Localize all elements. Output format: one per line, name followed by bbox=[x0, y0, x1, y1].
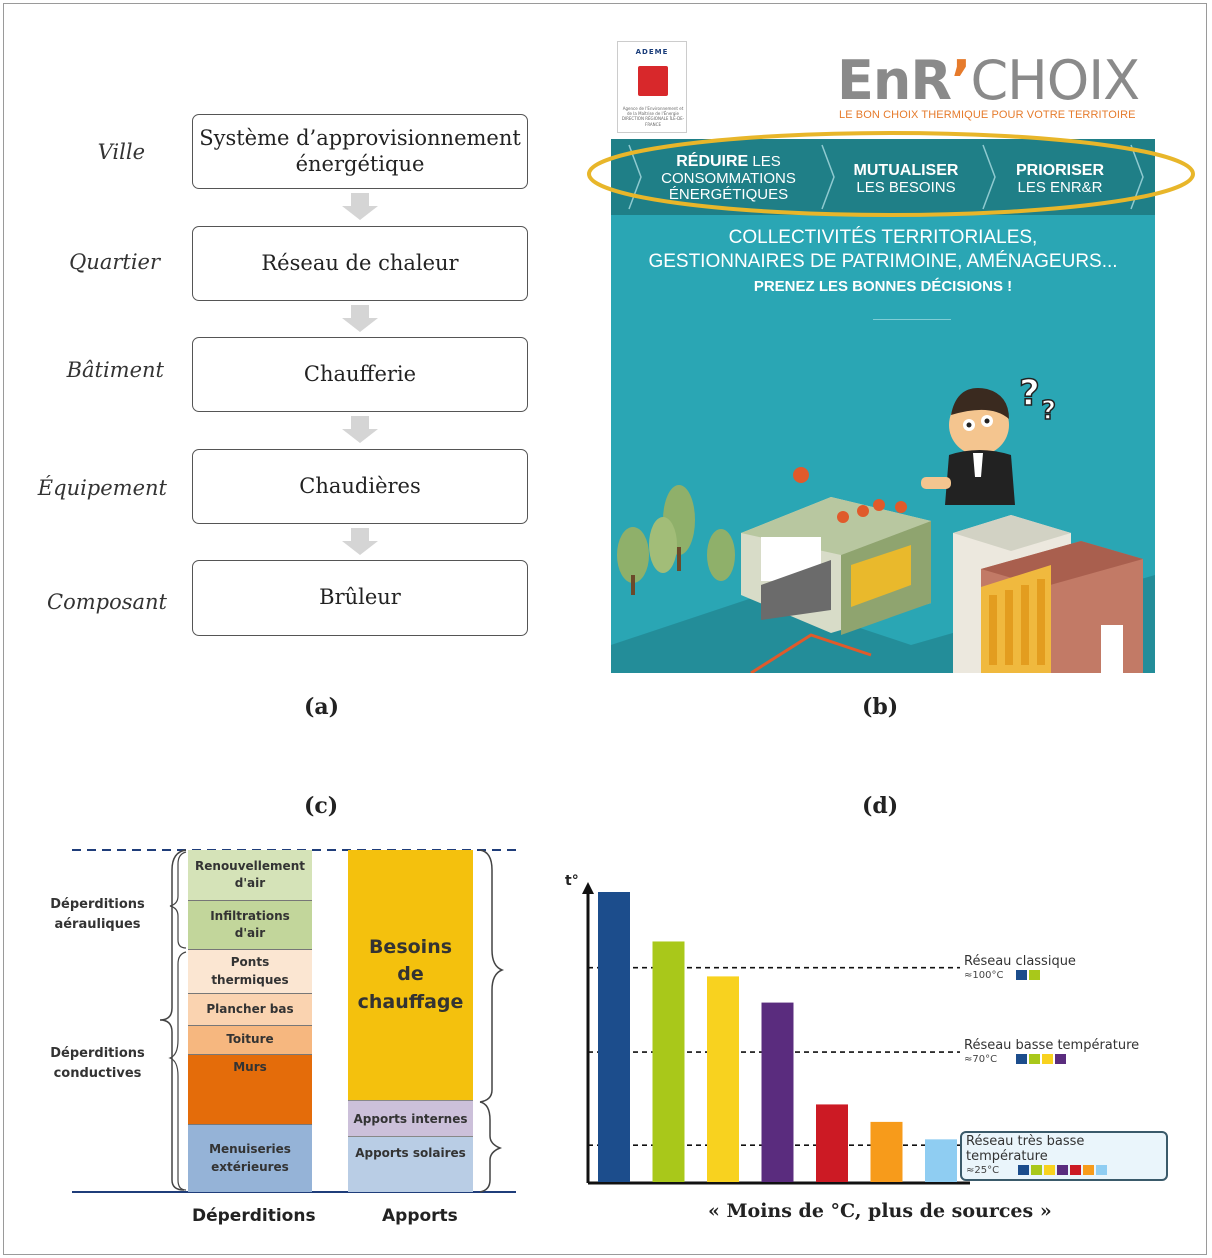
level-label: Quartier bbox=[69, 250, 160, 274]
threshold-label: Réseau classique bbox=[964, 953, 1076, 969]
caption-a: (a) bbox=[304, 694, 340, 720]
temperature-bar bbox=[652, 941, 685, 1182]
ademe-logo-text: ADEME bbox=[635, 48, 669, 56]
ademe-logo: ADEME Agence de l'Environnement et de la… bbox=[617, 41, 687, 133]
segment-renouvellement: Renouvellement d'air bbox=[188, 850, 312, 901]
threshold-sub: ≈100°C bbox=[964, 969, 1076, 981]
enrchoix-logo: EnR’CHOIX bbox=[837, 49, 1140, 112]
color-swatch bbox=[1070, 1165, 1081, 1176]
down-arrow-icon bbox=[342, 305, 378, 332]
segment-ponts: Ponts thermiques bbox=[188, 950, 312, 994]
down-arrow-icon bbox=[342, 528, 378, 555]
divider bbox=[873, 319, 951, 320]
color-swatch bbox=[1055, 1054, 1066, 1065]
figure-frame bbox=[3, 3, 1207, 1255]
threshold-label-group: Réseau classique≈100°C bbox=[964, 954, 1076, 981]
color-swatch bbox=[1083, 1165, 1094, 1176]
highlight-ellipse bbox=[587, 131, 1195, 217]
xlabel-apports: Apports bbox=[382, 1206, 458, 1226]
color-swatch bbox=[1096, 1165, 1107, 1176]
threshold-label-group: Réseau basse température≈70°C bbox=[964, 1038, 1139, 1065]
segment-apports-solaires: Apports solaires bbox=[348, 1136, 473, 1192]
segment-toiture: Toiture bbox=[188, 1026, 312, 1055]
color-swatch bbox=[1016, 969, 1027, 980]
ademe-mark-icon bbox=[638, 66, 668, 96]
down-arrow-icon bbox=[342, 416, 378, 443]
balance-lines bbox=[72, 849, 516, 1193]
segment-infiltrations: Infiltrations d'air bbox=[188, 901, 312, 950]
y-axis-arrow-icon bbox=[582, 882, 594, 894]
color-swatch bbox=[1044, 1165, 1055, 1176]
flow-box: Brûleur bbox=[192, 560, 528, 636]
flow-box: Chaufferie bbox=[192, 337, 528, 412]
color-swatch bbox=[1029, 1054, 1040, 1065]
temperature-bar bbox=[761, 1002, 794, 1182]
chart-footer: « Moins de °C, plus de sources » bbox=[708, 1200, 1052, 1222]
flow-box: Chaudières bbox=[192, 449, 528, 524]
hero-line-2: GESTIONNAIRES DE PATRIMOINE, AMÉNAGEURS.… bbox=[648, 251, 1118, 272]
color-swatch bbox=[1031, 1165, 1042, 1176]
threshold-label: Réseau très basse température bbox=[966, 1134, 1085, 1165]
xlabel-deperditions: Déperditions bbox=[192, 1206, 316, 1226]
segment-plancher: Plancher bas bbox=[188, 994, 312, 1026]
color-swatch bbox=[1029, 969, 1040, 980]
logo-bold: EnR bbox=[837, 49, 952, 112]
caption-c: (c) bbox=[304, 793, 339, 819]
color-swatch bbox=[1057, 1165, 1068, 1176]
level-label: Bâtiment bbox=[66, 358, 164, 382]
svg-text:?: ? bbox=[1041, 396, 1056, 426]
y-axis-label: t° bbox=[565, 873, 579, 889]
tagline: LE BON CHOIX THERMIQUE POUR VOTRE TERRIT… bbox=[839, 109, 1136, 121]
temperature-bar bbox=[707, 976, 739, 1182]
segment-apports-internes: Apports internes bbox=[348, 1100, 473, 1136]
caption-b: (b) bbox=[862, 694, 899, 720]
segment-besoins: Besoins de chauffage bbox=[348, 850, 473, 1100]
city-illustration: ? ? bbox=[611, 372, 1155, 673]
hero-cta: PRENEZ LES BONNES DÉCISIONS ! bbox=[753, 278, 1013, 295]
temperature-bar bbox=[598, 892, 630, 1182]
hero-banner: COLLECTIVITÉS TERRITORIALES, GESTIONNAIR… bbox=[611, 215, 1155, 673]
color-swatch bbox=[1042, 1054, 1053, 1065]
svg-text:?: ? bbox=[1019, 373, 1040, 414]
threshold-label-group: Réseau très basse température≈25°C bbox=[960, 1131, 1168, 1182]
flow-box: Réseau de chaleur bbox=[192, 226, 528, 301]
level-label: Ville bbox=[97, 140, 145, 164]
color-swatch bbox=[1016, 1054, 1027, 1065]
logo-light: CHOIX bbox=[970, 49, 1140, 112]
temperature-bar bbox=[816, 1104, 848, 1182]
ademe-subtext: Agence de l'Environnement et de la Maîtr… bbox=[621, 106, 685, 127]
temperature-bar bbox=[925, 1139, 957, 1182]
temperature-bar-chart bbox=[582, 882, 970, 1185]
color-swatch bbox=[1018, 1165, 1029, 1176]
hero-line-1: COLLECTIVITÉS TERRITORIALES, bbox=[728, 227, 1038, 248]
level-label: Composant bbox=[47, 590, 167, 614]
threshold-label: Réseau basse température bbox=[964, 1038, 1140, 1054]
down-arrow-icon bbox=[342, 193, 378, 220]
flow-box: Système d’approvisionnement énergétique bbox=[192, 114, 528, 189]
segment-murs: Murs bbox=[188, 1055, 312, 1125]
level-label: Équipement bbox=[37, 476, 167, 500]
threshold-sub: ≈70°C bbox=[964, 1054, 1139, 1065]
caption-d: (d) bbox=[862, 793, 899, 819]
threshold-sub: ≈25°C bbox=[966, 1165, 1162, 1176]
temperature-bar bbox=[870, 1121, 903, 1182]
segment-menuiseries: Menuiseries extérieures bbox=[188, 1125, 312, 1192]
